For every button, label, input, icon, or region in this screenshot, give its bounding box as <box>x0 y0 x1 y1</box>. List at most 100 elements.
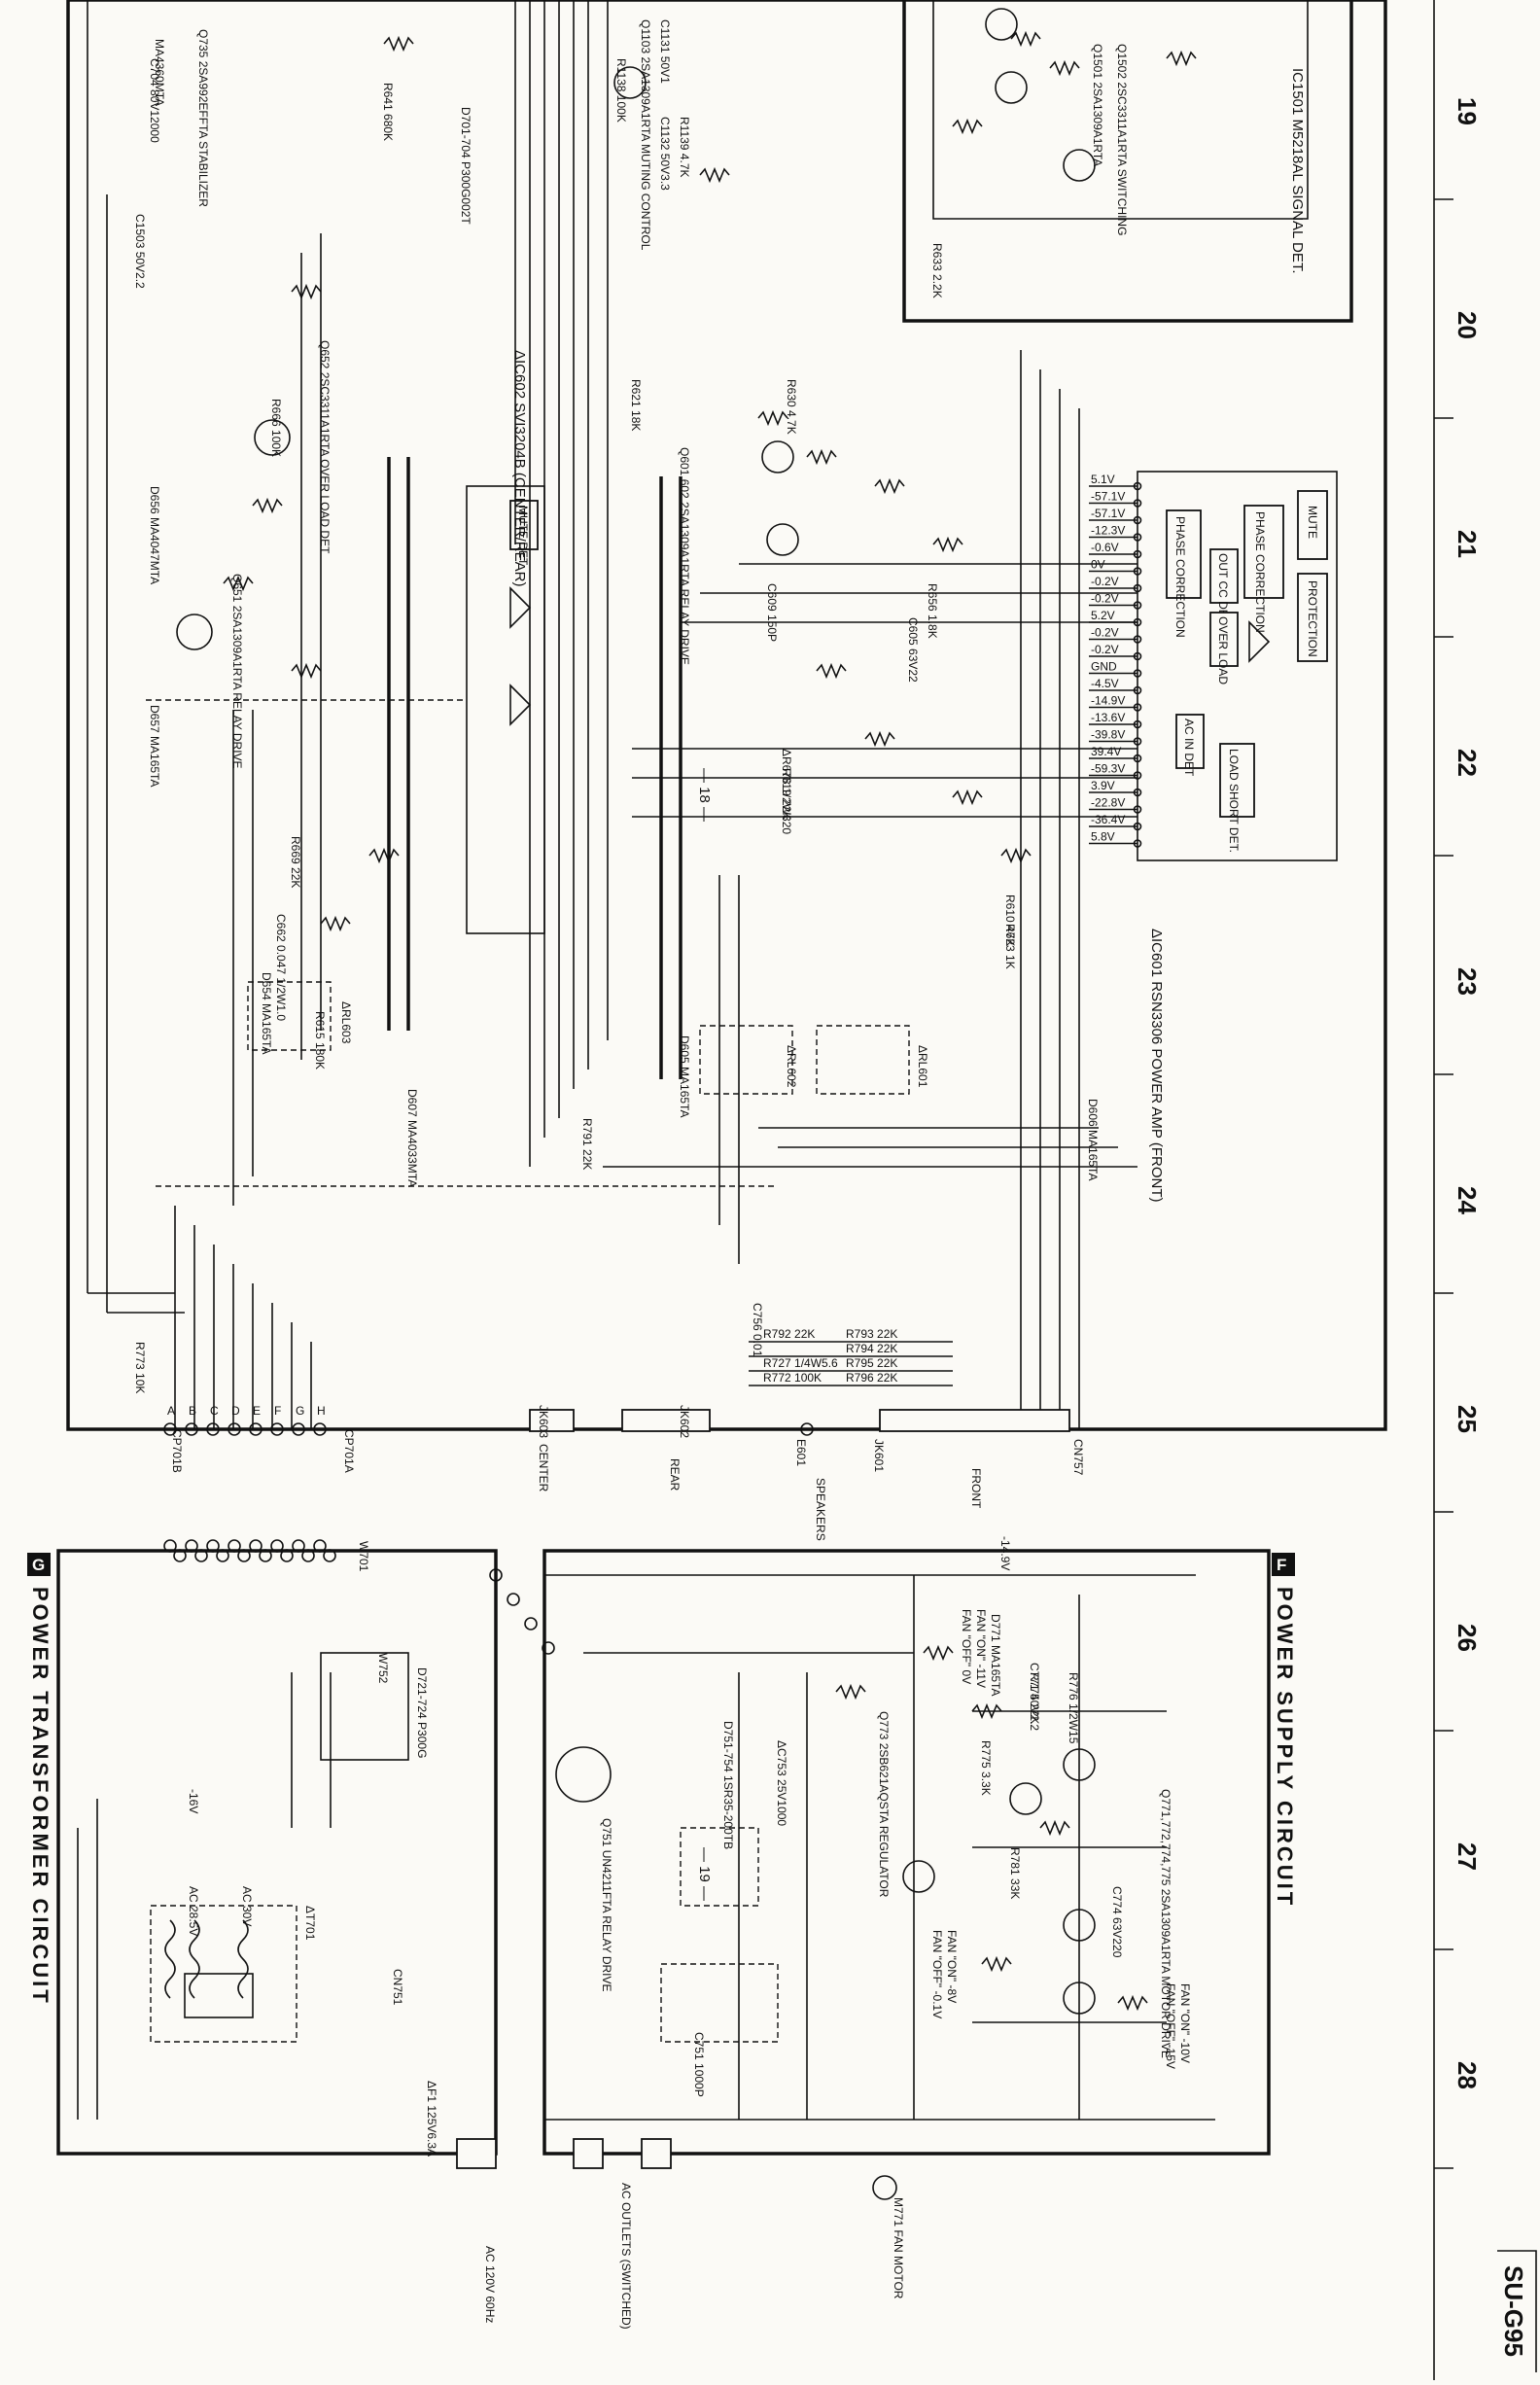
component-labels-main: C1131 50V1 C1132 50V3.3 R1138 100K R1139… <box>133 19 1100 1357</box>
connector-pin-label: B <box>189 1404 196 1418</box>
svg-text:R623 1K: R623 1K <box>1003 924 1017 969</box>
svg-text:PHASE CORRECTION: PHASE CORRECTION <box>1173 516 1187 638</box>
signal-det-frame <box>902 0 1353 323</box>
svg-text:PHASE CORRECTION: PHASE CORRECTION <box>1253 511 1267 633</box>
ic601-pin-voltage: -59.3V <box>1091 762 1125 776</box>
svg-text:C704 80V12000: C704 80V12000 <box>148 58 161 143</box>
ic601-pin-voltage: -14.9V <box>1091 694 1125 708</box>
connector-w701 <box>173 1549 555 1655</box>
svg-text:ΔRL602: ΔRL602 <box>785 1045 798 1088</box>
svg-text:R772 100K: R772 100K <box>763 1371 822 1385</box>
ic601-pin-voltage: -57.1V <box>1091 490 1125 504</box>
svg-text:R621 18K: R621 18K <box>629 379 643 431</box>
grid-label-25: 25 <box>1452 1405 1482 1433</box>
section-g-badge <box>27 1553 51 1576</box>
grid-label-22: 22 <box>1452 749 1482 777</box>
power-supply-wiring <box>456 1574 1215 2200</box>
svg-text:C1132 50V3.3: C1132 50V3.3 <box>658 117 672 191</box>
grid-label-20: 20 <box>1452 311 1482 339</box>
model-label: SU-G95 <box>1499 2265 1528 2357</box>
svg-text:D656 MA4047MTA: D656 MA4047MTA <box>148 486 161 584</box>
r727-label: R773 10K <box>133 1342 147 1393</box>
svg-text:M771 FAN MOTOR: M771 FAN MOTOR <box>892 2197 905 2299</box>
connector-pin-label: D <box>231 1404 240 1418</box>
relays-main: ΔRL603 ΔRL602 ΔRL601 <box>247 981 929 1095</box>
svg-text:D771 MA165TA: D771 MA165TA <box>989 1614 1002 1697</box>
connector-pin-label: F <box>274 1404 281 1418</box>
svg-text:Q735 2SA992EFFTA STABILIZER: Q735 2SA992EFFTA STABILIZER <box>196 29 210 207</box>
ic601-pin-voltage: -12.3V <box>1091 524 1125 538</box>
svg-text:FAN "ON" -10V: FAN "ON" -10V <box>1178 1983 1192 2063</box>
ic601-label: ΔIC601 RSN3306 POWER AMP (FRONT) <box>1148 929 1165 1202</box>
svg-text:Q651 2SA1309A1RTA RELAY DRIVE: Q651 2SA1309A1RTA RELAY DRIVE <box>230 574 244 769</box>
svg-text:OVER LOAD: OVER LOAD <box>1216 616 1230 684</box>
svg-text:JK602: JK602 <box>678 1405 691 1438</box>
svg-text:D721-724 P300G: D721-724 P300G <box>415 1667 429 1758</box>
cp701a-label: CP701A <box>342 1429 356 1473</box>
svg-text:ΔRL601: ΔRL601 <box>916 1045 929 1088</box>
ic601-block-mute <box>1297 490 1328 560</box>
ground-e601 <box>800 1422 814 1436</box>
svg-text:R794 22K: R794 22K <box>846 1342 897 1355</box>
svg-text:C605 63V22: C605 63V22 <box>906 617 920 683</box>
svg-text:R776 1/2W15: R776 1/2W15 <box>1067 1672 1080 1744</box>
page-number-right: — 19 — <box>696 1847 713 1901</box>
svg-text:Q771,772,774,775 2SA1309A1RTA: Q771,772,774,775 2SA1309A1RTA MOTOR DRIV… <box>1159 1789 1172 2058</box>
svg-text:FRONT: FRONT <box>969 1468 983 1509</box>
main-board-wiring <box>87 0 1138 1429</box>
ic601-power-amp: MUTE PROTECTION PHASE CORRECTION PHASE C… <box>1137 471 1338 1202</box>
jack-jk601-602[interactable] <box>879 1409 1070 1432</box>
svg-text:ΔT701: ΔT701 <box>303 1906 317 1941</box>
svg-text:R781 33K: R781 33K <box>1008 1847 1022 1899</box>
jack-jk604[interactable] <box>529 1409 575 1432</box>
jack-jk603[interactable] <box>621 1409 711 1432</box>
speaker-jacks[interactable]: CENTER REAR FRONT SPEAKERS E601 JK603 JK… <box>529 1405 1085 1541</box>
power-supply-labels: M771 FAN MOTOR AC OUTLETS (SWITCHED) AC … <box>425 1536 1192 2330</box>
power-transformer: ΔT701 D721-724 P300G AC 30V AC 28.5V -16… <box>77 1652 429 2120</box>
svg-text:R1139 4.7K: R1139 4.7K <box>678 117 691 178</box>
svg-text:JK603: JK603 <box>537 1405 550 1438</box>
ic601-block-phase-correction-2 <box>1166 509 1202 599</box>
svg-text:R656 1.8K: R656 1.8K <box>926 583 939 639</box>
svg-text:AC IN DET: AC IN DET <box>1182 719 1196 777</box>
connector-pin-label: E <box>253 1404 261 1418</box>
fan-motor-symbol <box>872 2175 897 2200</box>
grid-label-24: 24 <box>1452 1186 1482 1214</box>
power-supply-frame <box>542 1549 1271 2156</box>
grid-ticks <box>1434 198 1453 2169</box>
connector-pin-label: C <box>210 1404 219 1418</box>
svg-text:OUT CC DET: OUT CC DET <box>1216 553 1230 625</box>
grid-label-23: 23 <box>1452 967 1482 996</box>
svg-text:D607 MA4033MTA: D607 MA4033MTA <box>405 1089 419 1187</box>
svg-text:MA4360MTA: MA4360MTA <box>153 39 166 106</box>
ic601-pin-voltage: 39.4V <box>1091 745 1121 758</box>
svg-text:R774 22K: R774 22K <box>1028 1672 1041 1724</box>
ic601-pin-voltage: 5.1V <box>1091 473 1115 486</box>
ic601-pin-voltage: -22.8V <box>1091 796 1125 810</box>
svg-text:C756 0.01: C756 0.01 <box>751 1303 764 1357</box>
ic601-pin-voltage: -4.5V <box>1091 677 1119 690</box>
ic602-label: ΔIC602 SVI3204B (CENTER/REAR) <box>511 350 528 586</box>
ic601-pin-voltage: -0.2V <box>1091 592 1119 606</box>
svg-text:SPEAKERS: SPEAKERS <box>814 1478 827 1541</box>
svg-text:C1503 50V2.2: C1503 50V2.2 <box>133 214 147 289</box>
ic601-block-protection <box>1297 573 1328 662</box>
svg-text:-14.9V: -14.9V <box>998 1536 1012 1570</box>
svg-text:MUTE: MUTE <box>1306 506 1319 539</box>
section-g-text: POWER TRANSFORMER CIRCUIT <box>28 1587 52 2006</box>
ic602-amp: MUTE DET ΔIC602 SVI3204B (CENTER/REAR) <box>466 350 545 934</box>
ic601-pin-voltage: 5.8V <box>1091 830 1115 844</box>
ic601-block-over-load <box>1209 612 1239 667</box>
ic601-pin-voltage: -13.6V <box>1091 711 1125 724</box>
ic601-pin-voltages: 5.1V-57.1V-57.1V-12.3V-0.6V0V-0.2V-0.2V5… <box>1089 473 1142 848</box>
section-f-text: POWER SUPPLY CIRCUIT <box>1273 1587 1297 1908</box>
ic601-pin-voltage: 5.2V <box>1091 609 1115 622</box>
ic601-pin-voltage: -0.6V <box>1091 541 1119 554</box>
svg-text:R791 22K: R791 22K <box>580 1118 594 1170</box>
svg-text:ΔRL603: ΔRL603 <box>339 1001 353 1044</box>
svg-text:LOAD SHORT DET.: LOAD SHORT DET. <box>1227 749 1241 853</box>
speaker-resistors: R792 22K R793 22K R794 22K R795 22K R796… <box>749 1327 953 1386</box>
svg-text:C1131 50V1: C1131 50V1 <box>658 19 672 84</box>
grid-label-21: 21 <box>1452 530 1482 558</box>
